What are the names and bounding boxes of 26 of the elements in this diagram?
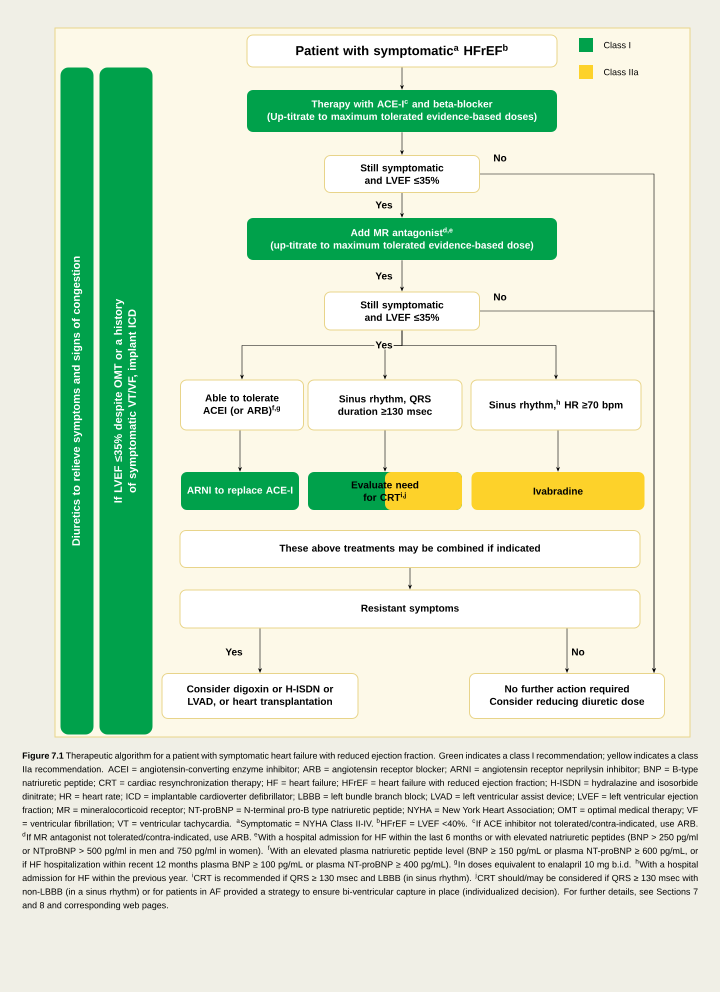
process-box: Still symptomatic and LVEF ≤35%	[324, 292, 480, 330]
process-box: Able to tolerate ACEI (or ARB)$^{f,g}$	[180, 380, 304, 430]
edge-label: Yes	[374, 340, 394, 350]
edge-label: Yes	[224, 648, 244, 656]
figure-caption: Figure 7.1 Therapeutic algorithm for a patient with symptomatic heart failure with reduced ejection fraction. Green indicates a class I recommendation; yellow indicates a class IIa recommendation. ACEI = angiotensin-converting enzyme inhibitor; ARB = angiotensin receptor blocker; ARNI = angiotensin receptor neprilysin inhibitor; BNP = B-type natriuretic peptide; CRT = cardiac resynchronization therapy; HF = heart failure; HFrEF = heart failure with reduced ejection fraction; H-ISDN = hydralazine and isosorbide dinitrate; HR = heart rate; ICD = implantable cardioverter defibrillator; LBBB = left bundle branch block; LVAD = left ventricular assist device; LVEF = left ventricular ejection fraction; MR = mineralocorticoid receptor; NT-proBNP = N-terminal pro-B type natriuretic peptide; NYHA = New York Heart Association; OMT = optimal medical therapy; VF = ventricular fibrillation; VT = ventricular tachycardia. $^{a}$Symptomatic = NYHA Class II-IV. $^{b}$HFrEF = LVEF <40%. $^{c}$If ACE inhibitor not tolerated/contra-indicated, use ARB. $^{d}$If MR antagonist not tolerated/contra-indicated, use ARB. $^{e}$With a hospital admission for HF within the last 6 months or with elevated natriuretic peptides (BNP > 250 pg/ml or NTproBNP > 500 pg/ml in men and 750 pg/ml in women). $^{f}$With an elevated plasma natriuretic peptide level (BNP ≥ 150 pg/mL or plasma NT-proBNP ≥ 600 pg/mL, or if HF hospitalization within recent 12 months plasma BNP ≥ 100 pg/mL or plasma NT-proBNP ≥ 400 pg/mL). $^{g}$In doses equivalent to enalapril 10 mg b.i.d. $^{h}$With a hospital admission for HF within the previous year. $^{i}$CRT is recommended if QRS ≥ 130 msec and LBBB (in sinus rhythm). $^{j}$CRT should/may be considered if QRS ≥ 130 msec with non-LBBB (in a sinus rhythm) or for patients in AF provided a strategy to ensure bi-ventricular capture in place (individualized decision). For further details, see Sections 7 and 8 and corresponding web pages.	[22, 752, 698, 910]
process-box: No further action required Consider reducing diuretic dose	[469, 673, 665, 719]
treatment-box: Ivabradine	[472, 472, 644, 510]
side-bar: If LVEF ≤35% despite OMT or a history of symptomatic VT/VF, implant ICD	[100, 68, 152, 734]
side-bar: Diuretics to relieve symptoms and signs of congestion	[60, 68, 94, 734]
legend-label: Class I	[604, 42, 630, 48]
treatment-box: ARNI to replace ACE-I	[181, 472, 299, 510]
process-box: Consider digoxin or H-ISDN or LVAD, or heart transplantation	[162, 673, 358, 719]
edge-label: No	[492, 292, 508, 302]
process-box: Still symptomatic and LVEF ≤35%	[324, 155, 480, 193]
edge-label: No	[492, 154, 508, 162]
edge-label: Yes	[374, 272, 394, 280]
process-box: Sinus rhythm, QRS duration ≥130 msec	[308, 380, 462, 430]
treatment-box: Add MR antagonist$^{d,e}$ (up-titrate to maximum tolerated evidence-based dose)	[247, 218, 557, 260]
process-box: Patient with symptomatic$^{a}$ HFrEF$^{b}$	[246, 34, 558, 68]
process-box: Sinus rhythm,$^{h}$ HR ≥70 bpm	[470, 380, 642, 430]
edge-label: Yes	[374, 200, 394, 210]
edge-label: No	[570, 648, 586, 656]
process-box: Resistant symptoms	[180, 590, 640, 628]
legend-label: Class IIa	[604, 68, 639, 76]
process-box: These above treatments may be combined if indicated	[180, 530, 640, 568]
treatment-box: Therapy with ACE-I$^{c}$ and beta-blocker (Up-titrate to maximum tolerated evidence-based doses)	[247, 90, 557, 132]
